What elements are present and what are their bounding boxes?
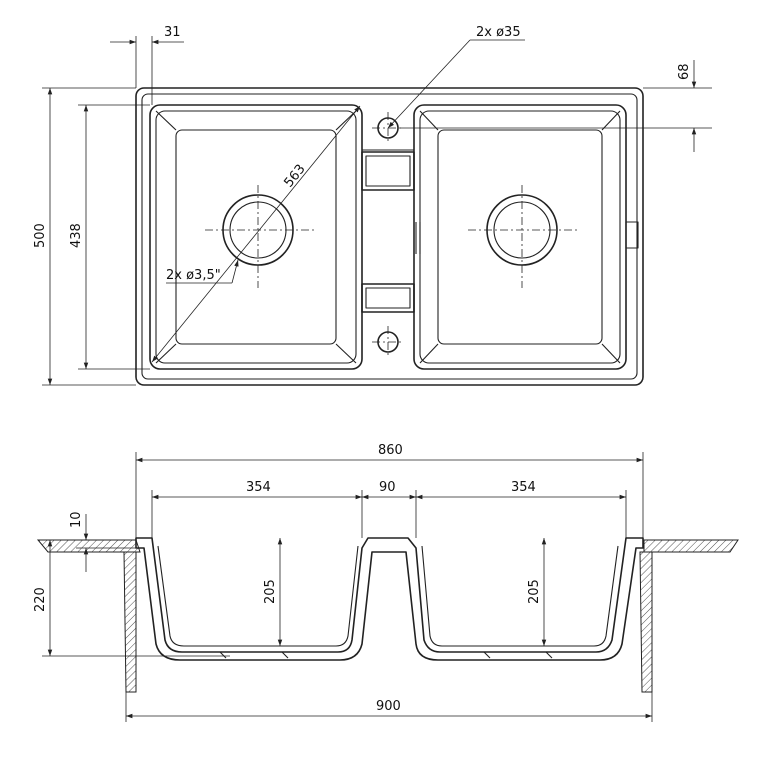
cabinet-wall-left (123, 551, 137, 693)
dim-label-438: 438 (69, 223, 84, 248)
dim-label-68: 68 (677, 63, 692, 80)
dim-label-563: 563 (281, 162, 308, 191)
cabinet-wall-right (639, 551, 653, 693)
dim-label-strainer: 2x ø3,5" (166, 268, 221, 283)
sink-profile-outer (135, 537, 644, 661)
left-bowl (149, 104, 363, 370)
dim-label-10: 10 (69, 511, 84, 528)
right-bowl (413, 104, 627, 370)
dim-label-drain-diameter: 2x ø35 (476, 25, 521, 40)
dim-label-205-left: 205 (263, 579, 278, 604)
dim-label-90: 90 (379, 480, 396, 495)
section-view: 860 354 90 354 10 220 205 205 900 (33, 443, 739, 722)
dim-label-205-right: 205 (527, 579, 542, 604)
countertop-right (643, 539, 739, 553)
dim-label-860: 860 (378, 443, 403, 458)
sink-profile-inner (157, 545, 359, 647)
sink-outer-rim (135, 87, 644, 386)
top-view: 31 2x ø35 68 563 500 438 2x ø3,5" (33, 25, 712, 386)
dim-label-220: 220 (33, 587, 48, 612)
middle-divider (361, 112, 421, 358)
dim-label-900: 900 (376, 699, 401, 714)
sink-inner-rim (141, 93, 638, 380)
dim-label-354-left: 354 (246, 480, 271, 495)
countertop-left (36, 539, 141, 553)
dim-label-354-right: 354 (511, 480, 536, 495)
overflow-slot (625, 221, 639, 249)
dim-label-500: 500 (33, 223, 48, 248)
dim-label-31: 31 (164, 25, 181, 40)
